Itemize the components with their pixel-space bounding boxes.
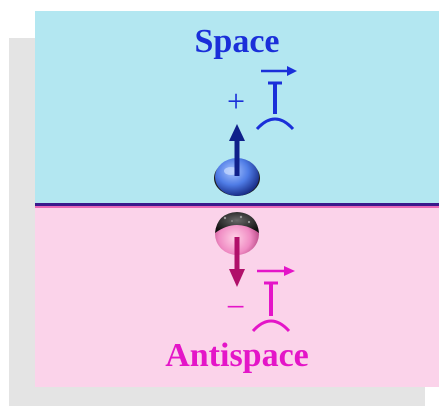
diagram-graphics: + [35,11,439,387]
angular-momentum-symbol-icon [253,266,295,331]
angular-momentum-symbol-icon [257,66,297,129]
minus-sign: − [226,289,245,326]
space-symbol-group: + [227,66,297,129]
diagram-panel: Space Antispace + [35,11,439,387]
plus-sign: + [227,83,245,119]
